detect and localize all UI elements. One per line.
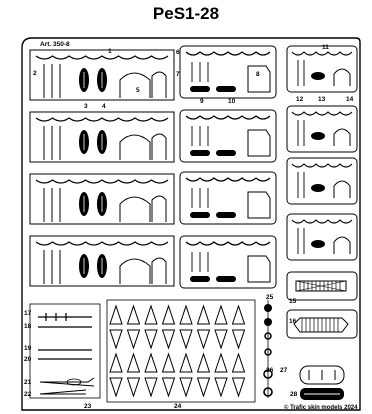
part-11-frame-1	[286, 45, 358, 93]
part-number-27: 27	[280, 367, 288, 374]
part-number-25: 25	[266, 294, 274, 301]
part-1-frame-4	[29, 235, 175, 287]
part-1-frame-3	[29, 173, 175, 225]
part-6-frame-4	[179, 235, 277, 289]
art-number-label: Art. 350-8	[40, 41, 70, 48]
parts-17-22	[29, 303, 101, 399]
fret-outline	[21, 37, 361, 411]
part-number-2: 2	[33, 70, 37, 77]
part-number-20: 20	[24, 356, 32, 363]
part-1-frame-1	[29, 49, 175, 101]
part-number-22: 22	[24, 391, 32, 398]
part-number-5: 5	[136, 87, 140, 94]
part-11-frame-4	[286, 213, 358, 261]
parts-25-26	[263, 300, 273, 398]
part-number-9: 9	[200, 98, 204, 105]
part-number-12: 12	[296, 96, 304, 103]
part-number-14: 14	[346, 96, 354, 103]
part-6-frame-2	[179, 109, 277, 163]
part-11-frame-2	[286, 105, 358, 153]
part-1-frame-2	[29, 111, 175, 163]
part-16-frame	[286, 309, 358, 339]
part-number-7: 7	[176, 71, 180, 78]
part-number-11: 11	[322, 44, 329, 51]
part-number-28: 28	[290, 391, 298, 398]
part-11-frame-3	[286, 157, 358, 205]
part-number-23: 23	[84, 403, 92, 410]
part-number-10: 10	[228, 98, 236, 105]
part-number-26: 26	[266, 367, 274, 374]
sheet-title: PeS1-28	[152, 4, 220, 23]
part-15-frame	[286, 271, 358, 301]
part-number-19: 19	[24, 345, 32, 352]
copyright-label: © Trafic skin models 2024	[284, 404, 358, 411]
part-number-8: 8	[256, 71, 260, 78]
part-number-18: 18	[24, 323, 32, 330]
part-number-4: 4	[102, 103, 106, 110]
part-number-3: 3	[84, 103, 88, 110]
part-number-6: 6	[176, 49, 180, 56]
part-number-21: 21	[24, 379, 32, 386]
part-24-triangle-grid	[106, 299, 256, 403]
part-6-frame-3	[179, 171, 277, 225]
part-6-frame-1	[179, 45, 277, 99]
part-number-24: 24	[174, 403, 182, 410]
part-number-1: 1	[108, 48, 112, 55]
parts-27-28	[299, 365, 345, 400]
part-number-13: 13	[318, 96, 326, 103]
part-number-15: 15	[289, 298, 297, 305]
part-number-17: 17	[24, 310, 32, 317]
part-number-16: 16	[289, 318, 297, 325]
